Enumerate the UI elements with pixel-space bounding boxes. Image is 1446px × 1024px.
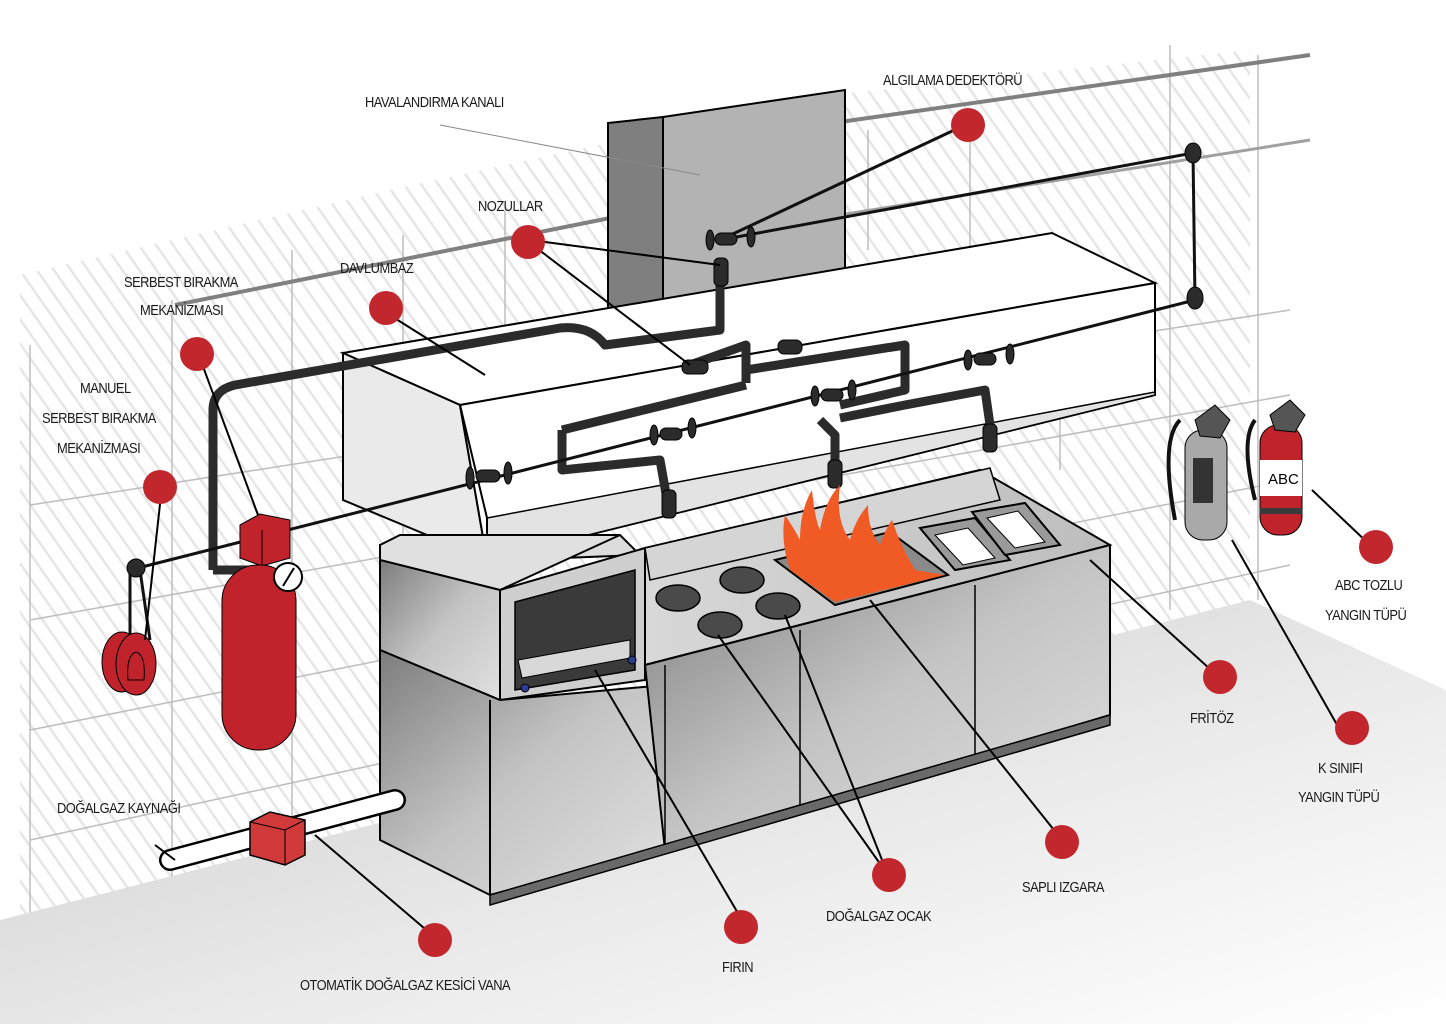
suppression-pipe-network: [208, 275, 995, 575]
extinguisher-badge-text: ABC: [1268, 471, 1299, 488]
automatic-gas-shutoff-valve[interactable]: [249, 811, 306, 866]
label-nozzles: NOZULLAR: [478, 198, 543, 215]
marker-fryer[interactable]: [1203, 660, 1237, 694]
label-k-class-extinguisher-line1: K SINIFI: [1318, 760, 1363, 777]
leader-line-duct: [439, 124, 701, 176]
label-griddle: SAPLI IZGARA: [1022, 879, 1105, 896]
label-release-mechanism-line1: SERBEST BIRAKMA: [124, 274, 238, 291]
label-release-mechanism-line2: MEKANİZMASI: [140, 302, 224, 319]
label-gas-burner: DOĞALGAZ OCAK: [826, 908, 932, 925]
label-manual-release-line2: SERBEST BIRAKMA: [42, 410, 156, 427]
fryer[interactable]: [918, 501, 1062, 572]
label-hood: DAVLUMBAZ: [340, 260, 414, 277]
marker-k-class-extinguisher[interactable]: [1335, 711, 1369, 745]
marker-abc-extinguisher[interactable]: [1359, 530, 1393, 564]
label-oven: FIRIN: [722, 959, 754, 976]
marker-griddle[interactable]: [1045, 825, 1079, 859]
label-abc-extinguisher-line2: YANGIN TÜPÜ: [1325, 607, 1407, 624]
leader-lines: [144, 239, 1371, 941]
cable-pulleys: [126, 142, 1204, 578]
label-detection-detector: ALGILAMA DEDEKTÖRÜ: [883, 72, 1023, 89]
marker-manual-release[interactable]: [143, 470, 177, 504]
marker-gas-shutoff-valve[interactable]: [418, 923, 452, 957]
flame-icon: [783, 485, 945, 602]
marker-nozzles[interactable]: [511, 225, 545, 259]
release-mechanism[interactable]: [221, 513, 303, 751]
label-manual-release-line3: MEKANİZMASI: [57, 440, 141, 457]
label-gas-source: DOĞALGAZ KAYNAĞI: [57, 800, 181, 817]
label-manual-release-line1: MANUEL: [80, 380, 131, 397]
label-gas-shutoff-valve: OTOMATİK DOĞALGAZ KESİCİ VANA: [300, 977, 511, 994]
abc-extinguisher[interactable]: ABC: [1245, 399, 1306, 536]
label-fryer: FRİTÖZ: [1190, 710, 1234, 727]
label-k-class-extinguisher-line2: YANGIN TÜPÜ: [1298, 789, 1380, 806]
marker-gas-burner[interactable]: [872, 858, 906, 892]
marker-oven[interactable]: [724, 910, 758, 944]
k-class-extinguisher[interactable]: [1166, 404, 1231, 541]
manual-pull-station[interactable]: [101, 631, 157, 696]
label-ventilation-duct: HAVALANDIRMA KANALI: [365, 94, 504, 111]
marker-detection-detector[interactable]: [951, 108, 985, 142]
marker-release-mechanism[interactable]: [180, 337, 214, 371]
marker-hood[interactable]: [369, 291, 403, 325]
label-abc-extinguisher-line1: ABC TOZLU: [1335, 577, 1403, 594]
detectors[interactable]: [465, 226, 1015, 490]
